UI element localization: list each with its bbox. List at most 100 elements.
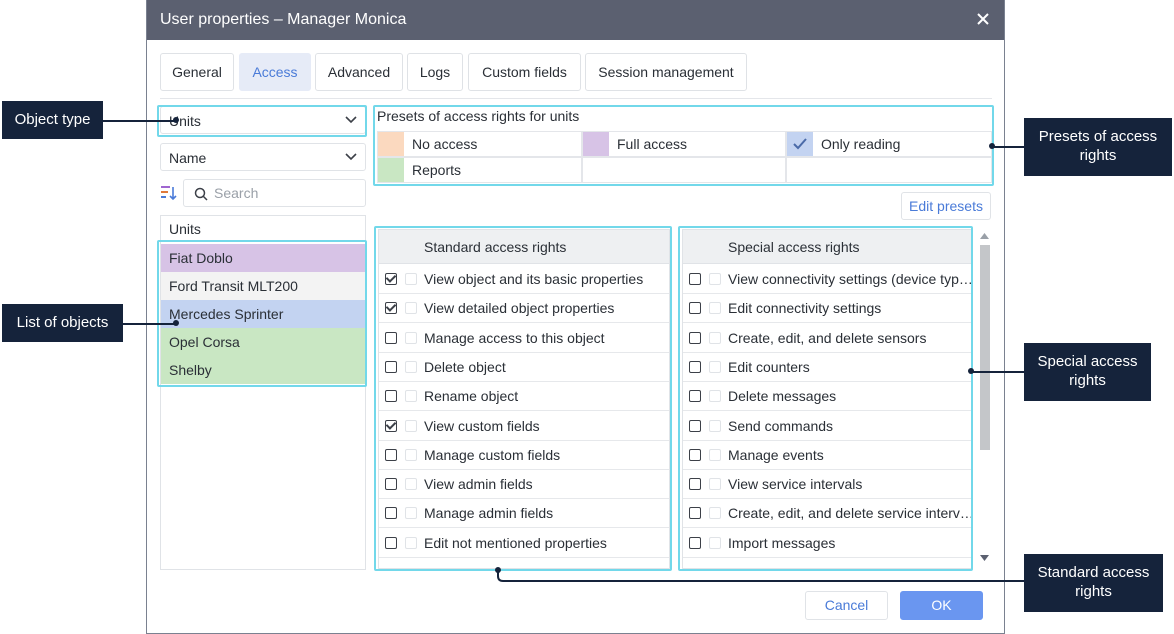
tab-general[interactable]: General (160, 53, 234, 91)
preset-label: Only reading (821, 136, 901, 152)
tab-access[interactable]: Access (239, 53, 311, 91)
rights-row[interactable]: View object and its basic properties (379, 265, 669, 294)
rights-checkbox[interactable] (385, 331, 397, 344)
close-icon[interactable] (974, 10, 992, 28)
secondary-checkbox (405, 536, 417, 549)
tab-logs[interactable]: Logs (407, 53, 463, 91)
rights-row[interactable]: Import messages (683, 529, 971, 558)
preset-swatch (378, 132, 404, 156)
sort-value: Name (169, 150, 207, 166)
tabs-divider (160, 98, 992, 99)
rights-row[interactable]: Send commands (683, 412, 971, 441)
rights-row[interactable]: Delete object (379, 353, 669, 382)
rights-checkbox[interactable] (385, 419, 397, 432)
rights-label: Rename object (424, 388, 519, 405)
standard-rights-title: Standard access rights (424, 239, 567, 255)
rights-row[interactable]: Manage custom fields (379, 441, 669, 470)
rights-label: Edit counters (728, 358, 810, 375)
rights-checkbox[interactable] (689, 478, 701, 491)
secondary-checkbox (405, 478, 417, 491)
callout-dot (968, 368, 974, 374)
preset-swatch (378, 158, 404, 182)
sort-order-icon[interactable] (160, 184, 178, 202)
rights-checkbox[interactable] (689, 419, 701, 432)
rights-row[interactable]: Create, edit, and delete service interv… (683, 499, 972, 529)
rights-row[interactable]: Edit counters (683, 353, 971, 382)
callout-dot (173, 117, 179, 123)
scroll-down-icon[interactable] (980, 555, 989, 561)
preset-no-access[interactable]: No access (377, 131, 582, 157)
cancel-button[interactable]: Cancel (805, 591, 888, 620)
rights-row[interactable]: Manage events (683, 441, 971, 470)
list-item[interactable]: Mercedes Sprinter (161, 300, 365, 328)
special-rights-title: Special access rights (728, 239, 860, 255)
secondary-checkbox (709, 331, 721, 344)
tab-advanced[interactable]: Advanced (315, 53, 403, 91)
secondary-checkbox (709, 448, 721, 461)
title-bar: User properties – Manager Monica (147, 0, 1004, 40)
preset-reports[interactable]: Reports (377, 157, 582, 183)
rights-checkbox[interactable] (689, 536, 701, 549)
rights-row[interactable]: Edit connectivity settings (683, 294, 971, 324)
rights-checkbox[interactable] (689, 331, 701, 344)
rights-row[interactable]: View detailed object properties (379, 294, 669, 324)
rights-checkbox[interactable] (689, 302, 701, 315)
preset-full-access[interactable]: Full access (582, 131, 786, 157)
rights-row[interactable]: Edit not mentioned properties (379, 529, 669, 558)
presets-panel: Presets of access rights for units No ac… (377, 106, 994, 185)
edit-presets-button[interactable]: Edit presets (901, 192, 991, 220)
rights-checkbox[interactable] (385, 360, 397, 373)
rights-checkbox[interactable] (385, 302, 397, 315)
tab-custom-fields[interactable]: Custom fields (468, 53, 581, 91)
rights-checkbox[interactable] (689, 448, 701, 461)
rights-label: Create, edit, and delete service interv… (728, 505, 972, 522)
rights-label: Manage admin fields (424, 505, 554, 522)
tab-session-management[interactable]: Session management (585, 53, 747, 91)
rights-checkbox[interactable] (689, 273, 701, 285)
rights-label: View connectivity settings (device typ… (728, 271, 972, 287)
rights-row[interactable]: Manage access to this object (379, 324, 669, 353)
callout-dot (989, 143, 995, 149)
preset-only-reading[interactable]: Only reading (786, 131, 992, 157)
rights-checkbox[interactable] (385, 478, 397, 491)
rights-checkbox[interactable] (385, 273, 397, 285)
presets-title: Presets of access rights for units (377, 108, 580, 124)
list-item[interactable]: Fiat Doblo (161, 244, 365, 272)
preset-empty-cell (786, 157, 992, 183)
rights-row[interactable]: View connectivity settings (device typ… (683, 265, 971, 294)
callout-line (972, 371, 1024, 373)
rights-checkbox[interactable] (385, 507, 397, 520)
rights-label: Edit not mentioned properties (424, 534, 607, 551)
rights-row[interactable]: Rename object (379, 382, 669, 412)
presets-highlight (373, 105, 994, 186)
secondary-checkbox (405, 390, 417, 403)
rights-row[interactable]: Create, edit, and delete sensors (683, 324, 971, 353)
rights-row[interactable]: View admin fields (379, 470, 669, 500)
scroll-thumb[interactable] (980, 245, 990, 450)
rights-checkbox[interactable] (385, 536, 397, 549)
rights-row[interactable]: Delete messages (683, 382, 971, 412)
object-type-highlight (157, 105, 367, 137)
callout-object-type: Object type (2, 101, 103, 139)
list-item[interactable]: Opel Corsa (161, 328, 365, 356)
rights-checkbox[interactable] (689, 360, 701, 373)
list-item[interactable]: Ford Transit MLT200 (161, 272, 365, 300)
rights-checkbox[interactable] (689, 390, 701, 403)
standard-rights-table: Standard access rights View object and i… (378, 229, 670, 569)
rights-scrollbar[interactable] (976, 229, 992, 569)
rights-label: Manage events (728, 446, 824, 463)
objects-list: Units Fiat Doblo Ford Transit MLT200 Mer… (160, 215, 366, 570)
rights-row[interactable]: View service intervals (683, 470, 971, 500)
rights-checkbox[interactable] (385, 390, 397, 403)
rights-row[interactable]: Manage admin fields (379, 499, 669, 529)
secondary-checkbox (405, 507, 417, 520)
rights-checkbox[interactable] (385, 448, 397, 461)
sort-select[interactable]: Name (160, 143, 366, 171)
rights-label: Import messages (728, 534, 836, 551)
search-input[interactable]: Search (183, 179, 366, 207)
list-item[interactable]: Shelby (161, 356, 365, 384)
ok-button[interactable]: OK (900, 591, 983, 620)
rights-row[interactable]: View custom fields (379, 412, 669, 441)
rights-checkbox[interactable] (689, 507, 701, 520)
scroll-up-icon[interactable] (980, 233, 989, 239)
